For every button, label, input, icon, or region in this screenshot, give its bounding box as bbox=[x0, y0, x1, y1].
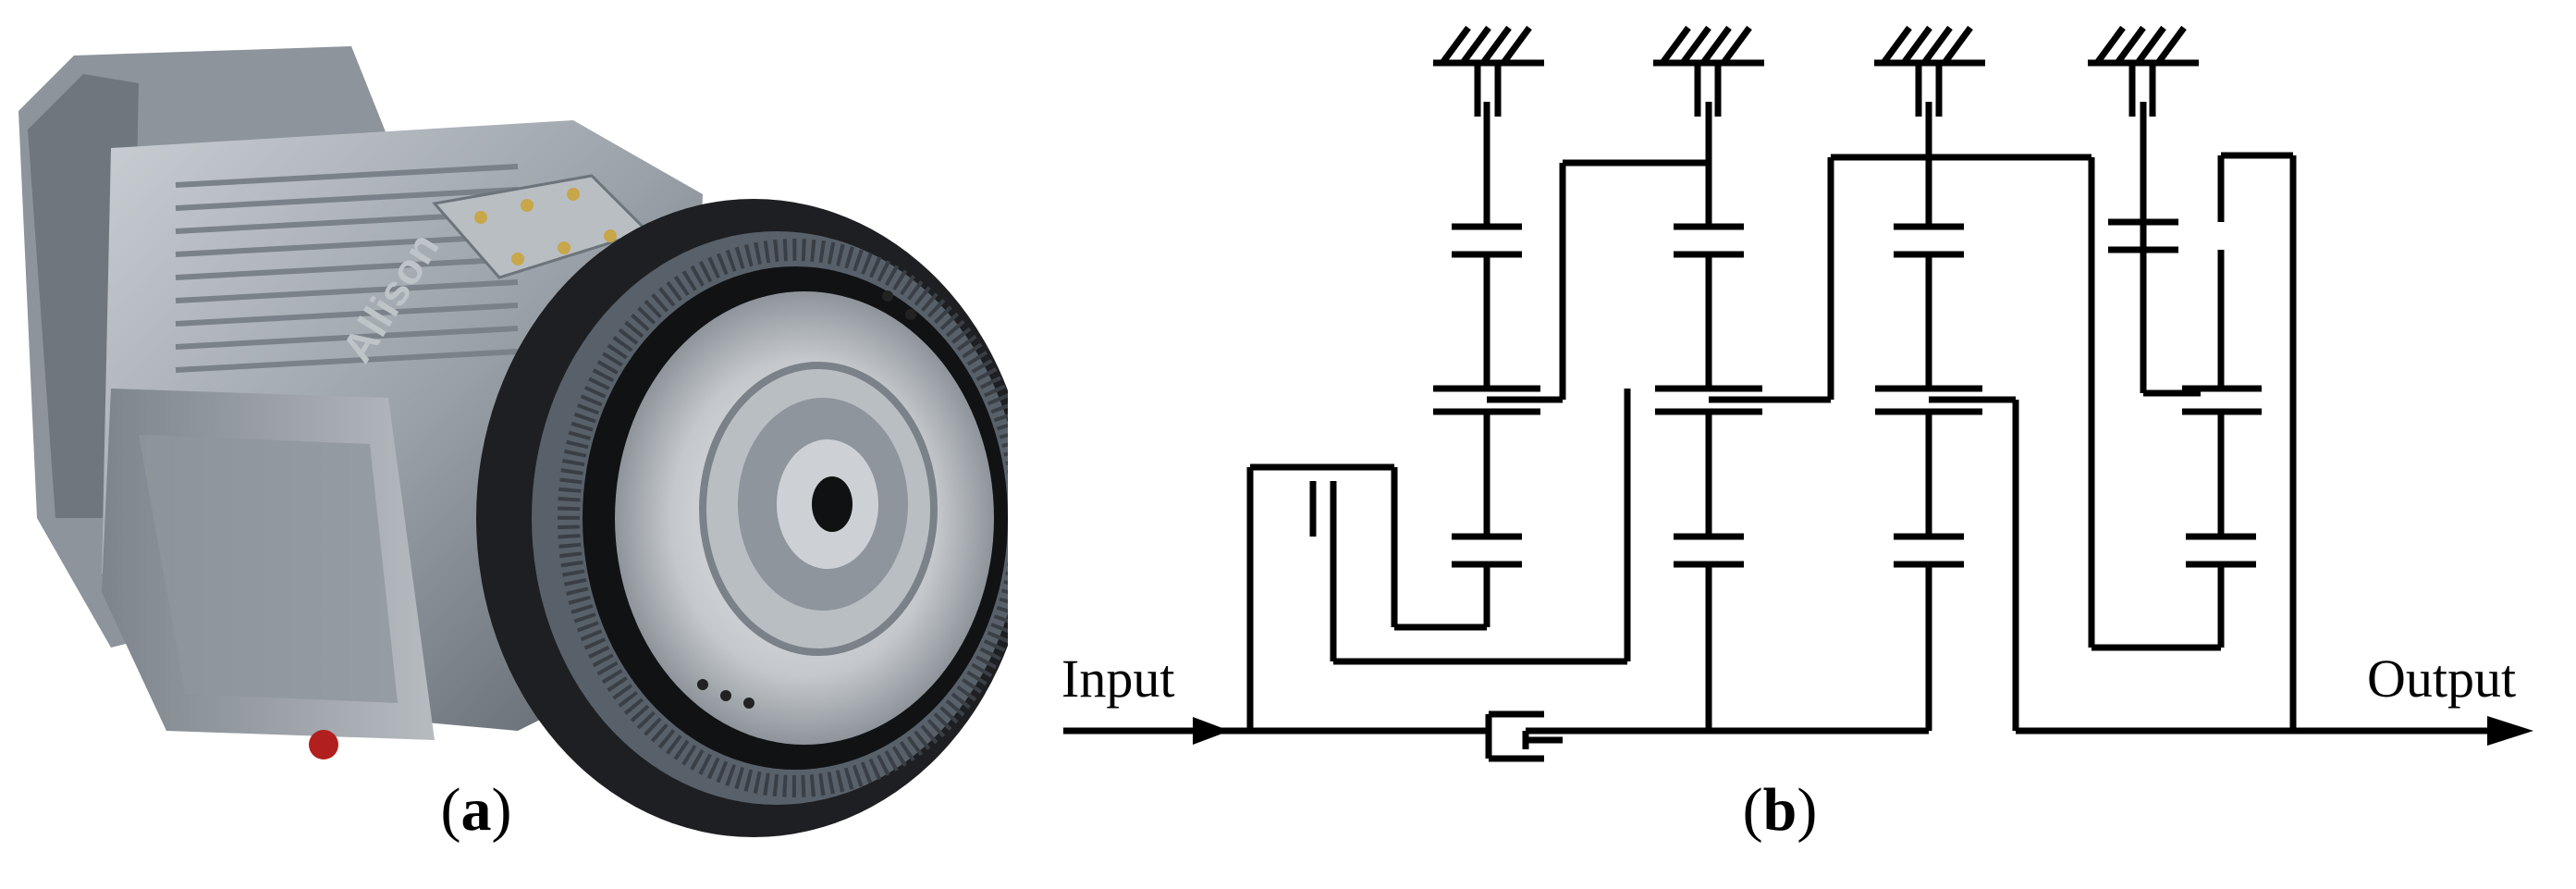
ground-symbol-1 bbox=[1433, 25, 1544, 117]
planetary-set-3 bbox=[1875, 102, 1982, 731]
output-shaft bbox=[1526, 162, 2517, 735]
ground-symbol-2 bbox=[1653, 25, 1764, 117]
panel-b: Input Output (b) bbox=[1008, 0, 2576, 889]
panel-a: Allison (a) bbox=[0, 0, 1008, 889]
planetary-set-2 bbox=[1655, 102, 1762, 731]
interconnect-shafts bbox=[1246, 154, 2221, 731]
planetary-set-1 bbox=[1391, 102, 1540, 631]
output-label: Output bbox=[2367, 648, 2517, 709]
transmission-photo: Allison bbox=[18, 46, 1008, 837]
ground-symbol-4 bbox=[2088, 25, 2199, 117]
caption-b: (b) bbox=[1742, 776, 1818, 844]
output-arrowhead bbox=[2487, 716, 2533, 746]
transmission-schematic bbox=[1063, 25, 2533, 762]
input-arrowhead bbox=[1193, 717, 1230, 745]
clutch-symbol bbox=[1485, 710, 1563, 762]
caption-a: (a) bbox=[440, 776, 512, 844]
planetary-set-4 bbox=[2108, 102, 2297, 648]
ground-symbol-3 bbox=[1874, 25, 1985, 117]
input-label: Input bbox=[1061, 648, 1175, 709]
